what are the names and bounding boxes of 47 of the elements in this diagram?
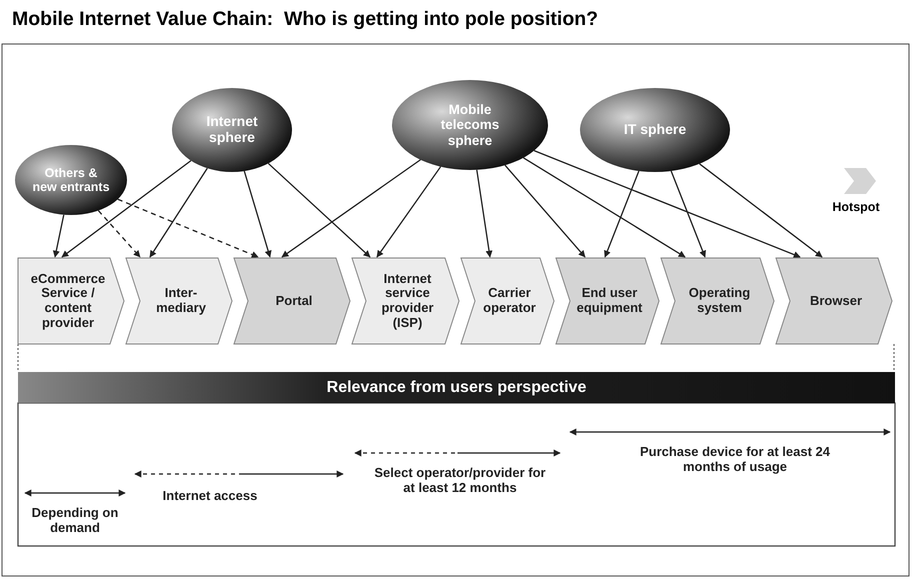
sphere-ellipse bbox=[172, 88, 292, 172]
arrow bbox=[376, 166, 442, 258]
arrow bbox=[281, 159, 421, 258]
node-label: Inter-mediary bbox=[156, 286, 206, 316]
sphere-ellipse bbox=[580, 88, 730, 172]
value-chain-step bbox=[556, 258, 659, 344]
title: Mobile Internet Value Chain: Who is getting into pole position? bbox=[12, 8, 598, 31]
value-chain-step bbox=[126, 258, 232, 344]
node-label: End user equipment bbox=[576, 286, 644, 316]
arrow bbox=[268, 162, 371, 258]
span-label: Select operator/provider for at least 12 months bbox=[373, 466, 547, 496]
value-chain-step bbox=[352, 258, 459, 344]
arrow bbox=[244, 170, 272, 258]
node-label: Relevance from users perspective bbox=[326, 378, 586, 396]
node-label: Browser bbox=[808, 294, 864, 308]
value-chain-step bbox=[661, 258, 774, 344]
heading-band bbox=[18, 372, 895, 403]
legend-label: Hotspot bbox=[831, 200, 881, 214]
arrow bbox=[98, 210, 140, 258]
arrow bbox=[476, 170, 493, 258]
value-chain-step bbox=[234, 258, 350, 344]
arrow bbox=[523, 157, 686, 258]
span-label: Depending on demand bbox=[30, 506, 120, 536]
arrow bbox=[52, 214, 64, 258]
node-label: Carrier operator bbox=[482, 286, 537, 316]
arrow bbox=[604, 170, 640, 258]
node-label: Others & new entrants bbox=[31, 166, 111, 194]
value-chain-step bbox=[18, 258, 124, 344]
arrow bbox=[534, 150, 801, 258]
node-label: IT sphere bbox=[622, 122, 688, 138]
value-chain-step bbox=[461, 258, 554, 344]
node-label: Internet service provider (ISP) bbox=[380, 272, 434, 330]
node-label: Mobile telecoms sphere bbox=[440, 102, 500, 148]
arrow bbox=[670, 170, 706, 258]
span-label: Internet access bbox=[162, 489, 258, 504]
span-label: Purchase device for at least 24 months of usage bbox=[638, 445, 832, 475]
sphere-ellipse bbox=[392, 80, 548, 170]
value-chain-step bbox=[776, 258, 892, 344]
arrow bbox=[149, 168, 208, 258]
arrow bbox=[61, 160, 192, 258]
arrow bbox=[504, 164, 586, 258]
node-label: Operating system bbox=[688, 286, 752, 316]
node-label: Portal bbox=[274, 294, 314, 308]
node-label: eCommerce Service / content provider bbox=[30, 272, 106, 330]
arrow bbox=[118, 198, 259, 258]
arrow bbox=[699, 163, 823, 258]
sphere-ellipse bbox=[15, 145, 127, 215]
